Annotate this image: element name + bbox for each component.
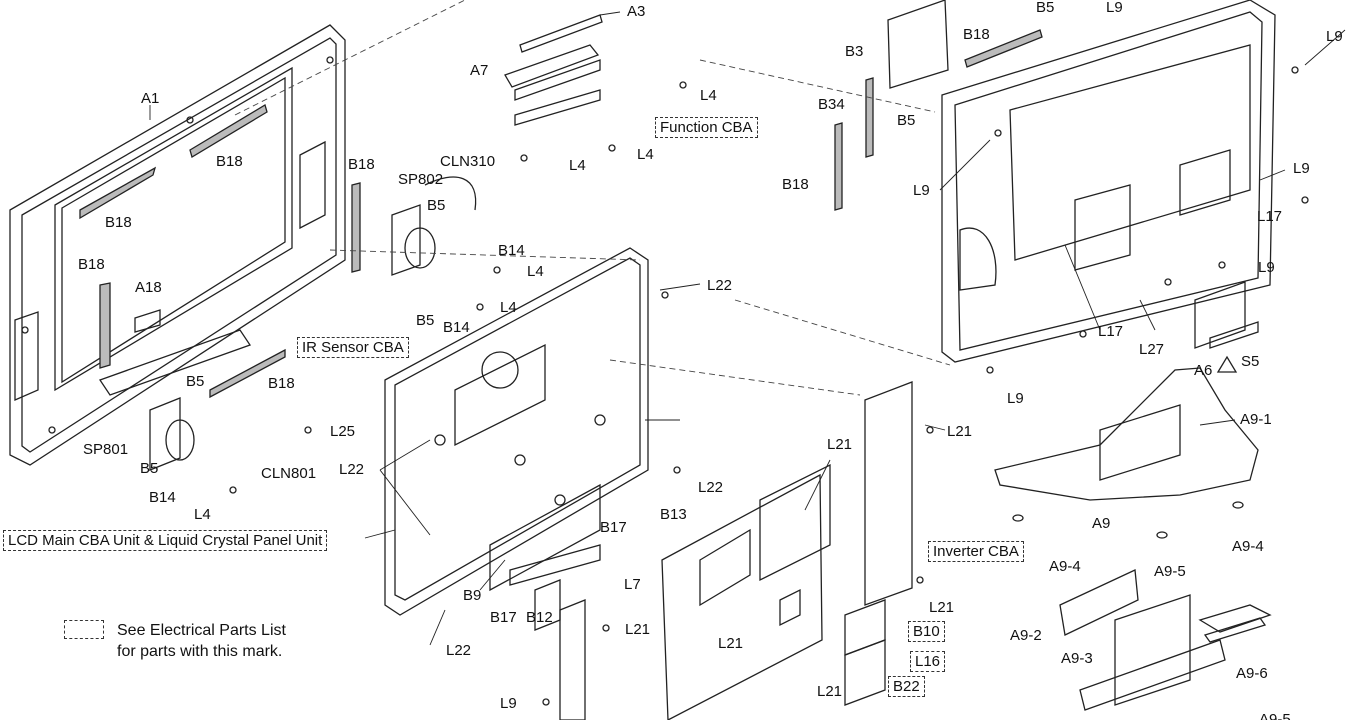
legend-line-1: See Electrical Parts List bbox=[117, 622, 286, 639]
part-label-b5: B5 bbox=[1036, 0, 1055, 16]
part-label-l22: L22 bbox=[707, 277, 733, 294]
stand-base bbox=[994, 367, 1259, 539]
legend-line-2: for parts with this mark. bbox=[117, 643, 283, 660]
part-label-l21: L21 bbox=[718, 635, 744, 652]
part-label-a9-4: A9-4 bbox=[1049, 558, 1081, 575]
main-cba-board bbox=[661, 473, 823, 720]
part-label-b3: B3 bbox=[845, 43, 864, 60]
part-label-b18: B18 bbox=[216, 153, 243, 170]
part-label-b13: B13 bbox=[660, 506, 687, 523]
rear-cabinet bbox=[941, 0, 1276, 363]
part-label-l21: L21 bbox=[817, 683, 843, 700]
part-label-l4: L4 bbox=[700, 87, 717, 104]
part-label-b34: B34 bbox=[818, 96, 845, 113]
part-label-l17: L17 bbox=[1257, 208, 1283, 225]
part-label-l9: L9 bbox=[1326, 28, 1343, 45]
legend-dashed-box bbox=[64, 620, 104, 639]
part-label-l7: L7 bbox=[624, 576, 641, 593]
part-label-s5: S5 bbox=[1241, 353, 1260, 370]
part-label-l4: L4 bbox=[194, 506, 211, 523]
b10-label: B10 bbox=[908, 621, 945, 642]
part-label-a9-2: A9-2 bbox=[1010, 627, 1042, 644]
part-label-l27: L27 bbox=[1139, 341, 1165, 358]
part-label-l9: L9 bbox=[1293, 160, 1310, 177]
part-label-sp801: SP801 bbox=[83, 441, 129, 458]
part-label-l9: L9 bbox=[1007, 390, 1024, 407]
lcd-main-cba-label: LCD Main CBA Unit & Liquid Crystal Panel… bbox=[3, 530, 328, 551]
part-label-l4: L4 bbox=[569, 157, 586, 174]
part-label-b18: B18 bbox=[268, 375, 295, 392]
inverter-cba-label: Inverter CBA bbox=[928, 541, 1024, 562]
part-label-b9: B9 bbox=[463, 587, 482, 604]
function-cba-label: Function CBA bbox=[655, 117, 758, 138]
part-label-l21: L21 bbox=[947, 423, 973, 440]
part-label-b17: B17 bbox=[490, 609, 517, 626]
part-label-cln310: CLN310 bbox=[440, 153, 496, 170]
part-label-a9-6: A9-6 bbox=[1236, 665, 1268, 682]
part-label-b18: B18 bbox=[782, 176, 809, 193]
part-label-b18: B18 bbox=[78, 256, 105, 273]
part-label-b14: B14 bbox=[498, 242, 525, 259]
part-label-l9: L9 bbox=[1258, 259, 1275, 276]
part-label-l4: L4 bbox=[637, 146, 654, 163]
part-label-l21: L21 bbox=[625, 621, 651, 638]
part-label-a9-3: A9-3 bbox=[1061, 650, 1093, 667]
part-label-l21: L21 bbox=[827, 436, 853, 453]
screws bbox=[229, 66, 1309, 706]
part-label-b5: B5 bbox=[140, 460, 159, 477]
part-label-l17: L17 bbox=[1098, 323, 1124, 340]
part-label-l9: L9 bbox=[913, 182, 930, 199]
part-label-b17: B17 bbox=[600, 519, 627, 536]
part-label-b5: B5 bbox=[416, 312, 435, 329]
front-bezel-frame bbox=[9, 24, 346, 466]
b22-label: B22 bbox=[888, 676, 925, 697]
part-label-b18: B18 bbox=[963, 26, 990, 43]
part-label-b18: B18 bbox=[348, 156, 375, 173]
part-label-a6: A6 bbox=[1194, 362, 1213, 379]
part-label-b12: B12 bbox=[526, 609, 553, 626]
part-label-l25: L25 bbox=[330, 423, 356, 440]
part-label-b14: B14 bbox=[443, 319, 470, 336]
part-label-l22: L22 bbox=[446, 642, 472, 659]
part-label-l22: L22 bbox=[698, 479, 724, 496]
l16-label: L16 bbox=[910, 651, 946, 672]
part-label-a9-5: A9-5 bbox=[1259, 711, 1291, 720]
part-label-l9: L9 bbox=[500, 695, 517, 712]
part-label-sp802: SP802 bbox=[398, 171, 444, 188]
part-label-l4: L4 bbox=[500, 299, 517, 316]
part-label-a7: A7 bbox=[470, 62, 489, 79]
part-label-l9: L9 bbox=[1106, 0, 1123, 16]
part-label-a9-5: A9-5 bbox=[1154, 563, 1186, 580]
part-label-l4: L4 bbox=[527, 263, 544, 280]
ir-sensor-cba-label: IR Sensor CBA bbox=[297, 337, 409, 358]
part-label-b18: B18 bbox=[105, 214, 132, 231]
part-label-b5: B5 bbox=[897, 112, 916, 129]
part-label-a9: A9 bbox=[1092, 515, 1111, 532]
part-label-a18: A18 bbox=[135, 279, 162, 296]
lcd-main-chassis bbox=[384, 247, 649, 616]
part-label-l22: L22 bbox=[339, 461, 365, 478]
part-label-l21: L21 bbox=[929, 599, 955, 616]
part-label-b14: B14 bbox=[149, 489, 176, 506]
part-label-cln801: CLN801 bbox=[261, 465, 317, 482]
part-label-a9-1: A9-1 bbox=[1240, 411, 1272, 428]
part-label-b5: B5 bbox=[186, 373, 205, 390]
part-label-a3: A3 bbox=[627, 3, 646, 20]
part-label-b5: B5 bbox=[427, 197, 446, 214]
part-label-a1: A1 bbox=[141, 90, 160, 107]
part-label-a9-4: A9-4 bbox=[1232, 538, 1264, 555]
